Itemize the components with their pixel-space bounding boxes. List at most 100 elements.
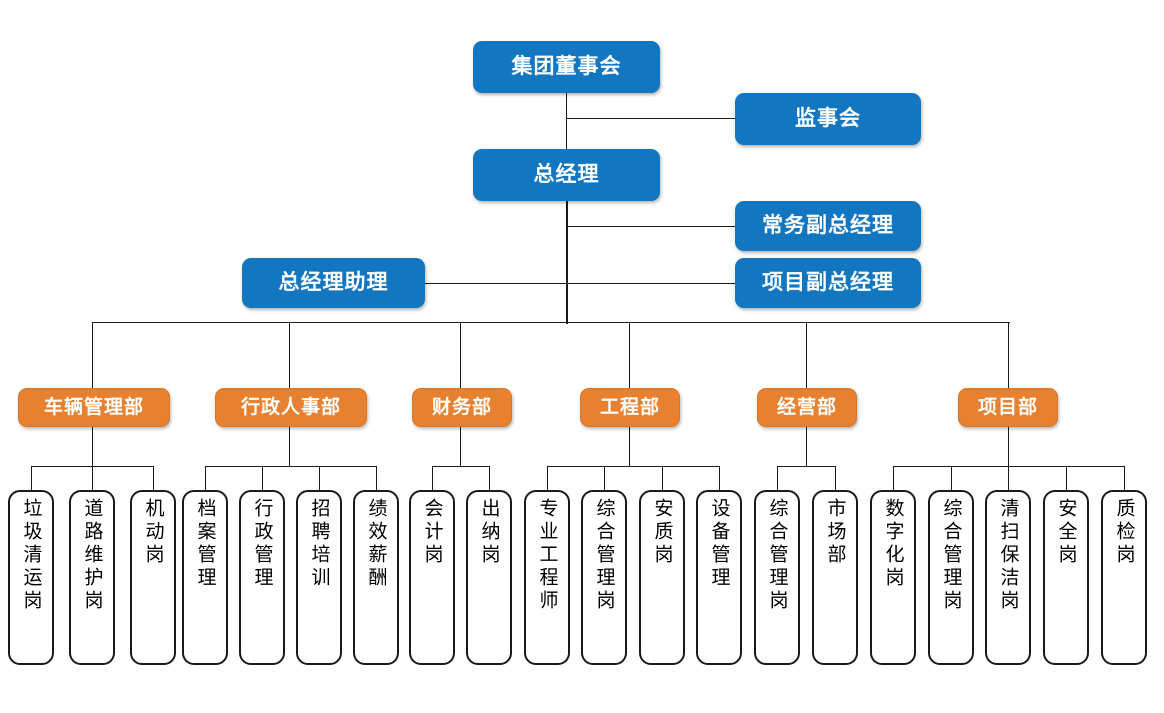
box-position-performance-compensation[interactable]: 绩效薪酬 xyxy=(353,490,399,665)
box-position-quality-inspection[interactable]: 质检岗 xyxy=(1101,490,1147,665)
drop-leaf-16 xyxy=(893,466,894,490)
department-bus xyxy=(92,322,1010,323)
box-position-archive-management[interactable]: 档案管理 xyxy=(182,490,228,665)
connector-board-to-supervisory xyxy=(566,118,736,119)
position-label: 安全岗 xyxy=(1055,498,1078,567)
box-department-admin-hr[interactable]: 行政人事部 xyxy=(215,388,367,427)
connector-gm-to-exec-deputy xyxy=(566,226,736,227)
position-label: 出纳岗 xyxy=(478,498,501,567)
subbus-dept-5 xyxy=(777,466,835,467)
box-supervisory-label: 监事会 xyxy=(795,106,861,130)
position-label: 招聘培训 xyxy=(308,498,331,590)
drop-leaf-8 xyxy=(432,466,433,490)
box-position-cleaning-sanitation[interactable]: 清扫保洁岗 xyxy=(985,490,1031,665)
position-label: 设备管理 xyxy=(708,498,731,590)
connector-gm-to-project-deputy xyxy=(566,283,736,284)
position-label: 安质岗 xyxy=(651,498,674,567)
department-label: 财务部 xyxy=(431,396,492,418)
position-label: 市场部 xyxy=(824,498,847,567)
box-position-eng-general-management[interactable]: 综合管理岗 xyxy=(581,490,627,665)
department-label: 工程部 xyxy=(599,396,660,418)
box-position-safety-quality[interactable]: 安质岗 xyxy=(639,490,685,665)
position-label: 质检岗 xyxy=(1113,498,1136,567)
box-position-proj-general-management[interactable]: 综合管理岗 xyxy=(928,490,974,665)
drop-leaf-4 xyxy=(205,466,206,490)
box-position-recruitment-training[interactable]: 招聘培训 xyxy=(296,490,342,665)
box-department-vehicle-management[interactable]: 车辆管理部 xyxy=(18,388,170,427)
position-label: 绩效薪酬 xyxy=(365,498,388,590)
box-position-professional-engineer[interactable]: 专业工程师 xyxy=(524,490,570,665)
drop-leaf-20 xyxy=(1124,466,1125,490)
subbus-dept-2 xyxy=(205,466,376,467)
box-position-mobile-duty[interactable]: 机动岗 xyxy=(130,490,176,665)
box-position-equipment-management[interactable]: 设备管理 xyxy=(696,490,742,665)
drop-leaf-14 xyxy=(777,466,778,490)
box-position-marketing[interactable]: 市场部 xyxy=(812,490,858,665)
box-department-operations[interactable]: 经营部 xyxy=(757,388,857,427)
box-project-deputy-gm-label: 项目副总经理 xyxy=(762,270,894,294)
connector-bus-dept-1 xyxy=(92,322,93,388)
box-general-manager[interactable]: 总经理 xyxy=(473,149,660,201)
position-label: 档案管理 xyxy=(194,498,217,590)
box-position-digitalization[interactable]: 数字化岗 xyxy=(870,490,916,665)
position-label: 道路维护岗 xyxy=(81,498,104,613)
drop-leaf-6 xyxy=(319,466,320,490)
position-label: 垃圾清运岗 xyxy=(20,498,43,613)
box-general-manager-label: 总经理 xyxy=(533,162,600,186)
drop-leaf-3 xyxy=(153,466,154,490)
connector-board-to-gm xyxy=(566,92,567,149)
box-project-deputy-gm[interactable]: 项目副总经理 xyxy=(735,258,921,308)
position-label: 数字化岗 xyxy=(882,498,905,590)
box-position-road-maintenance[interactable]: 道路维护岗 xyxy=(69,490,115,665)
drop-leaf-9 xyxy=(489,466,490,490)
department-label: 经营部 xyxy=(776,396,837,418)
position-label: 专业工程师 xyxy=(536,498,559,613)
connector-bus-dept-3 xyxy=(460,322,461,388)
drop-leaf-11 xyxy=(604,466,605,490)
connector-bus-dept-5 xyxy=(806,322,807,388)
box-position-waste-transport[interactable]: 垃圾清运岗 xyxy=(8,490,54,665)
box-supervisory[interactable]: 监事会 xyxy=(735,93,921,145)
box-board-label: 集团董事会 xyxy=(511,54,622,78)
drop-dept-6 xyxy=(1008,424,1009,467)
drop-leaf-10 xyxy=(547,466,548,490)
box-exec-deputy-gm[interactable]: 常务副总经理 xyxy=(735,201,921,251)
department-label: 车辆管理部 xyxy=(43,396,144,418)
box-department-finance[interactable]: 财务部 xyxy=(412,388,512,427)
drop-dept-3 xyxy=(460,424,461,467)
box-position-accounting[interactable]: 会计岗 xyxy=(409,490,455,665)
position-label: 清扫保洁岗 xyxy=(997,498,1020,613)
connector-gm-assistant xyxy=(425,283,567,284)
position-label: 综合管理岗 xyxy=(593,498,616,613)
drop-leaf-1 xyxy=(31,466,32,490)
drop-dept-5 xyxy=(806,424,807,467)
department-label: 项目部 xyxy=(977,396,1038,418)
box-gm-assistant[interactable]: 总经理助理 xyxy=(242,258,425,308)
drop-leaf-15 xyxy=(835,466,836,490)
connector-gm-to-bus xyxy=(566,200,568,324)
box-board[interactable]: 集团董事会 xyxy=(473,41,660,93)
drop-leaf-2 xyxy=(92,466,93,490)
drop-dept-4 xyxy=(629,424,630,467)
position-label: 综合管理岗 xyxy=(766,498,789,613)
box-department-engineering[interactable]: 工程部 xyxy=(580,388,680,427)
box-position-cashier[interactable]: 出纳岗 xyxy=(466,490,512,665)
connector-bus-dept-6 xyxy=(1008,322,1009,388)
position-label: 机动岗 xyxy=(142,498,165,567)
position-label: 行政管理 xyxy=(251,498,274,590)
subbus-dept-3 xyxy=(432,466,489,467)
drop-leaf-13 xyxy=(719,466,720,490)
box-department-project[interactable]: 项目部 xyxy=(958,388,1058,427)
box-exec-deputy-gm-label: 常务副总经理 xyxy=(762,213,894,237)
connector-bus-dept-2 xyxy=(289,322,290,388)
box-position-admin-management[interactable]: 行政管理 xyxy=(239,490,285,665)
box-position-safety[interactable]: 安全岗 xyxy=(1043,490,1089,665)
drop-leaf-5 xyxy=(262,466,263,490)
drop-leaf-12 xyxy=(662,466,663,490)
subbus-dept-4 xyxy=(547,466,719,467)
box-position-ops-general-management[interactable]: 综合管理岗 xyxy=(754,490,800,665)
department-label: 行政人事部 xyxy=(240,396,341,418)
drop-leaf-17 xyxy=(951,466,952,490)
drop-leaf-18 xyxy=(1008,466,1009,490)
